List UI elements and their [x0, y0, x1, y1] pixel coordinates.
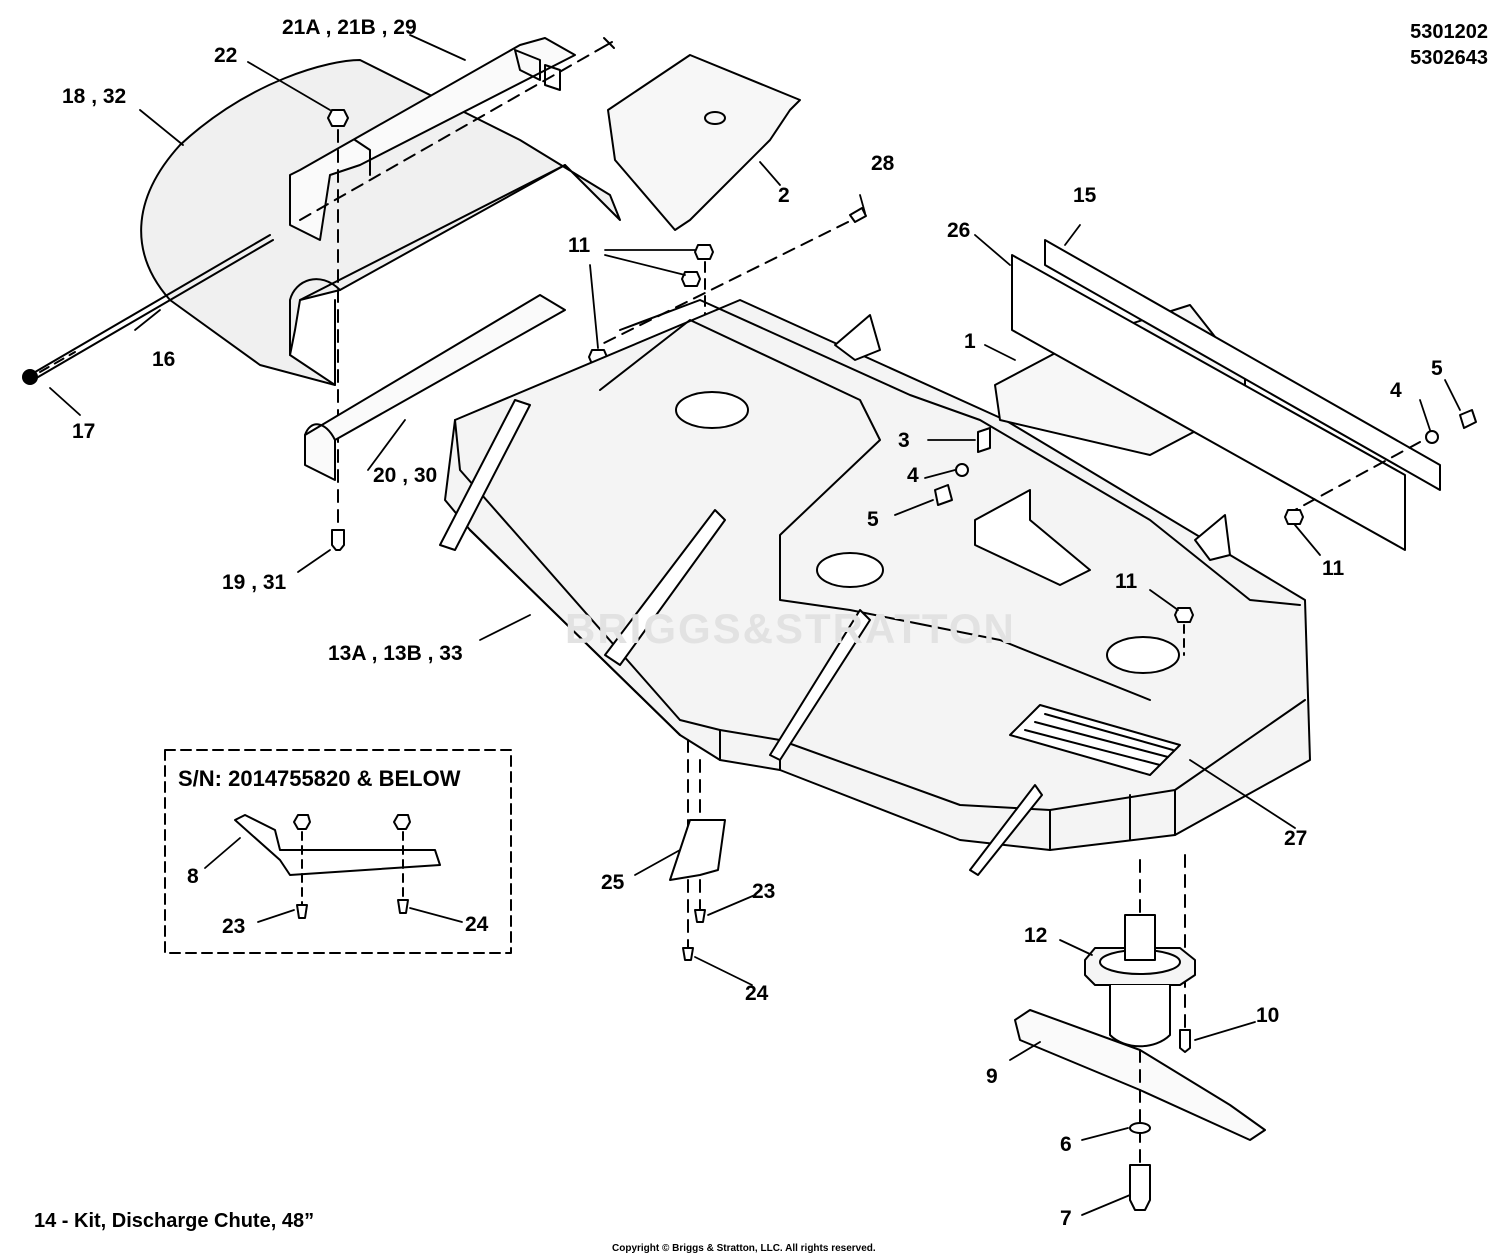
washer-4b [1425, 430, 1439, 444]
nut-11e [1174, 607, 1194, 623]
belt-cover-left [607, 54, 801, 231]
washer-4 [955, 463, 969, 477]
callout-8-inset: 8 [187, 865, 199, 888]
callout-11-top: 11 [568, 234, 591, 257]
baffle-15 [1044, 239, 1441, 491]
callout-19-31: 19 , 31 [222, 571, 287, 594]
bolt-19 [331, 529, 345, 551]
mower-deck [439, 299, 1311, 876]
callout-10: 10 [1256, 1004, 1280, 1027]
callout-2: 2 [778, 184, 790, 207]
callout-11-deck: 11 [1115, 570, 1138, 593]
nut-17 [22, 369, 38, 385]
callout-25: 25 [601, 871, 625, 894]
callout-21a-21b-29: 21A , 21B , 29 [282, 16, 417, 39]
bolt-5b [1459, 409, 1477, 429]
callout-24-inset: 24 [465, 913, 489, 936]
callout-22: 22 [214, 44, 238, 67]
drawing-number-2: 5302643 [1410, 47, 1488, 69]
bolt-10 [1179, 1029, 1191, 1053]
callout-12: 12 [1024, 924, 1048, 947]
nut-11b [681, 271, 701, 287]
callout-1: 1 [964, 330, 976, 353]
chute-rod [29, 37, 615, 381]
callout-27: 27 [1284, 827, 1308, 850]
baffle-26 [1011, 254, 1406, 551]
callout-16: 16 [152, 348, 176, 371]
callout-4-center: 4 [907, 464, 919, 487]
callout-7: 7 [1060, 1207, 1072, 1230]
nut-11a [694, 244, 714, 260]
deflector-bracket [669, 819, 726, 881]
callout-18-32: 18 , 32 [62, 85, 127, 108]
nut-22 [327, 109, 349, 127]
callout-3: 3 [898, 429, 910, 452]
callout-5-right: 5 [1431, 357, 1443, 380]
callout-6: 6 [1060, 1133, 1072, 1156]
step-pad [1009, 704, 1181, 776]
callout-9: 9 [986, 1065, 998, 1088]
copyright-notice: Copyright © Briggs & Stratton, LLC. All … [612, 1243, 876, 1254]
callout-26: 26 [947, 219, 971, 242]
bolt-28 [599, 207, 867, 346]
callout-20-30: 20 , 30 [373, 464, 438, 487]
callout-13a-13b-33: 13A , 13B , 33 [328, 642, 463, 665]
callout-23-bracket: 23 [752, 880, 776, 903]
inset-box [164, 749, 512, 954]
callout-17: 17 [72, 420, 96, 443]
callout-23-inset: 23 [222, 915, 246, 938]
callout-5-center: 5 [867, 508, 879, 531]
discharge-chute [140, 59, 621, 386]
screw-23 [694, 909, 706, 923]
chute-hinge-bracket [289, 37, 576, 241]
nut-11d [1284, 509, 1304, 525]
callout-28: 28 [871, 152, 895, 175]
drawing-number-1: 5301202 [1410, 21, 1488, 43]
screw-24 [682, 947, 694, 961]
callout-24-bracket: 24 [745, 982, 769, 1005]
bolt-5 [934, 484, 953, 506]
spindle-assembly [1084, 914, 1196, 1048]
inset-serial-note: S/N: 2014755820 & BELOW [178, 766, 461, 791]
callout-11-right: 11 [1322, 557, 1345, 580]
callout-4-right: 4 [1390, 379, 1402, 402]
washer-6 [1129, 1122, 1151, 1134]
lower-chute-bracket [304, 294, 566, 481]
brand-watermark: BRIGGS&STRATTON [565, 605, 1016, 652]
kit-note: 14 - Kit, Discharge Chute, 48” [34, 1210, 315, 1232]
inset-bracket-8 [234, 814, 441, 876]
callout-15: 15 [1073, 184, 1097, 207]
clip-3 [977, 427, 991, 453]
bolt-7 [1129, 1164, 1151, 1211]
